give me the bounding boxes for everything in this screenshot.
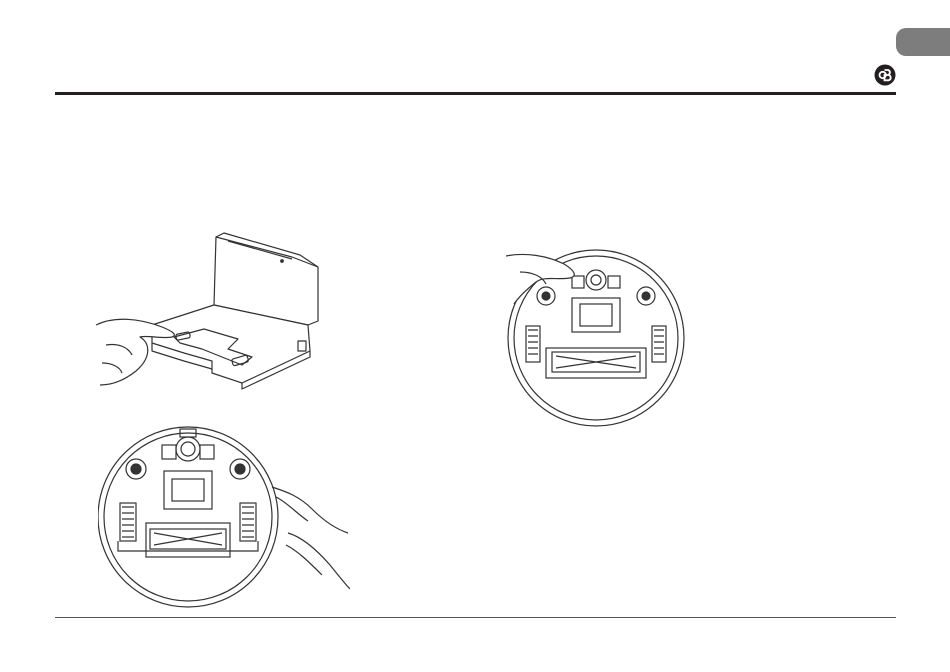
robot-underside-side-brush-illustration [98,425,350,610]
robot-underside-caster-illustration [496,244,692,432]
brand-logo-icon [874,64,896,86]
footer-rule [55,617,896,618]
language-tab [896,28,950,56]
header-rule [55,92,896,95]
docking-station-illustration [92,225,332,405]
